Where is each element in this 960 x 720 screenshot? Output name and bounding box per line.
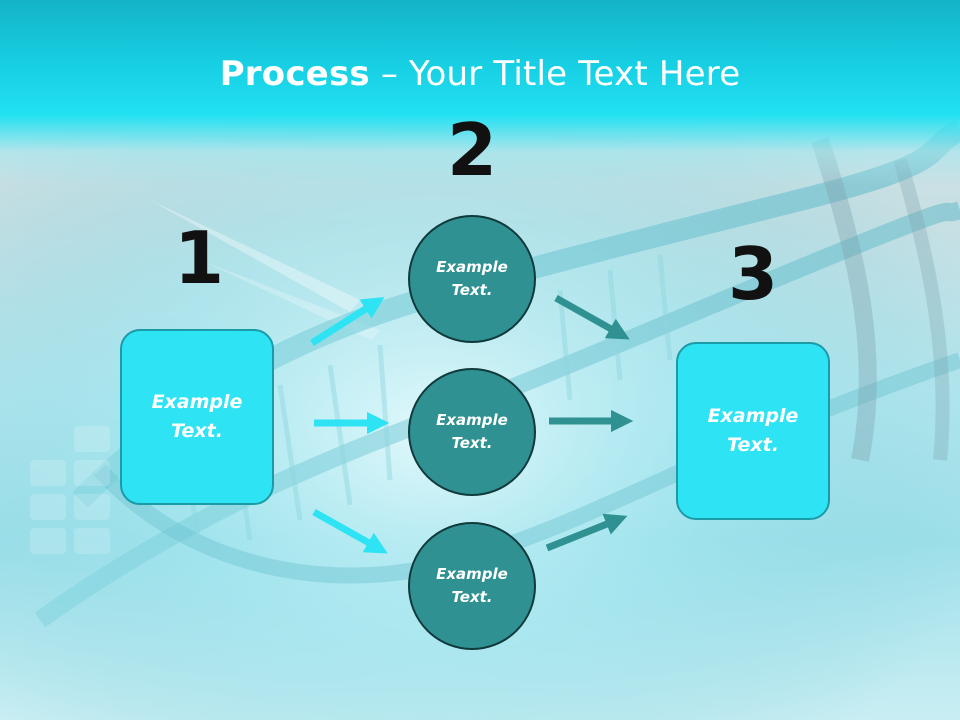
step-2-circle-middle: Example Text.	[408, 368, 536, 496]
step-number-2: 2	[446, 108, 498, 192]
step-2-circle-bottom: Example Text.	[408, 522, 536, 650]
arrow-to-circle-bot	[312, 508, 388, 554]
slide-title: Process – Your Title Text Here	[0, 52, 960, 96]
arrow-from-circle-top	[554, 294, 630, 340]
step-number-3: 3	[727, 232, 779, 316]
step-1-box: Example Text.	[120, 329, 274, 505]
header-band	[0, 0, 960, 185]
title-bold-part: Process	[219, 54, 370, 94]
title-rest-part: – Your Title Text Here	[369, 54, 741, 94]
step-3-box: Example Text.	[676, 342, 830, 520]
arrow-from-circle-bot	[545, 513, 628, 552]
step-number-1: 1	[173, 216, 225, 300]
step-2-circle-top: Example Text.	[408, 215, 536, 343]
arrow-to-circle-top	[310, 296, 385, 346]
